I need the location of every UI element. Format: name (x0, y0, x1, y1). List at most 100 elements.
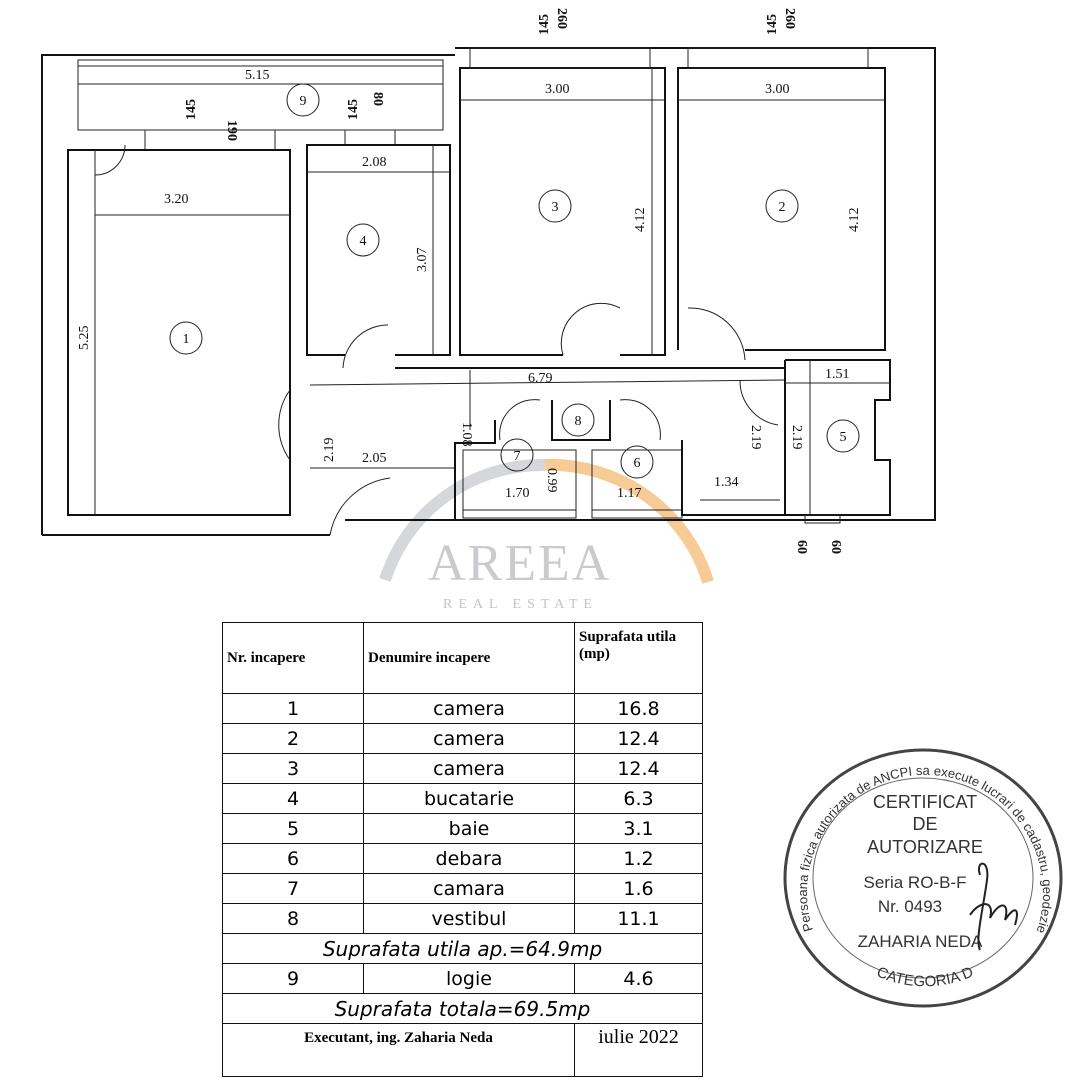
dim: 145 (537, 14, 552, 35)
room-label-9: 9 (300, 94, 307, 109)
subtotal: Suprafata utila ap.=64.9mp (222, 933, 703, 964)
room-label-6: 6 (634, 456, 641, 471)
table-header: Nr. incapere Denumire incapere Suprafata… (222, 622, 703, 694)
header-area: Suprafata utila (mp) (574, 622, 703, 694)
room-area: 12.4 (574, 753, 703, 784)
date: iulie 2022 (574, 1023, 703, 1077)
room-area: 3.1 (574, 813, 703, 844)
room-name: camera (363, 693, 575, 724)
dim: 2.05 (362, 451, 387, 466)
dim: 4.12 (633, 208, 648, 233)
dim: 60 (828, 540, 843, 554)
stamp-line: Seria RO-B-F (864, 873, 967, 892)
dim: 1.17 (617, 486, 642, 501)
stamp-line: DE (912, 814, 937, 834)
room-nr: 2 (222, 723, 364, 754)
watermark-logo: AREEA REAL ESTATE (379, 458, 714, 612)
dim: 3.00 (765, 82, 790, 97)
total: Suprafata totala=69.5mp (222, 993, 703, 1024)
room-label-1: 1 (183, 332, 190, 347)
walls (41, 47, 936, 536)
header-name: Denumire incapere (363, 622, 575, 694)
room-name: logie (363, 963, 575, 994)
dim: 80 (370, 92, 385, 106)
room-area: 4.6 (574, 963, 703, 994)
room-label-8: 8 (575, 414, 582, 429)
room-area: 16.8 (574, 693, 703, 724)
room-name: baie (363, 813, 575, 844)
dim: 1.34 (714, 475, 739, 490)
header-nr: Nr. incapere (222, 622, 364, 694)
room-label-4: 4 (360, 234, 367, 249)
executant: Executant, ing. Zaharia Neda (222, 1023, 575, 1077)
dim: 5.25 (77, 326, 92, 351)
room-name: bucatarie (363, 783, 575, 814)
room-name: camara (363, 873, 575, 904)
dim: 2.19 (748, 425, 763, 450)
stamp-line: Nr. 0493 (878, 897, 942, 916)
dim: 145 (346, 99, 361, 120)
watermark-tagline: REAL ESTATE (443, 597, 598, 612)
room-label-2: 2 (779, 200, 786, 215)
room-nr: 4 (222, 783, 364, 814)
stamp-line: CERTIFICAT (873, 792, 977, 812)
stamp-category: CATEGORIA D (874, 963, 976, 990)
room-area: 1.2 (574, 843, 703, 874)
table-row: 9 logie 4.6 (222, 963, 703, 994)
room-area: 6.3 (574, 783, 703, 814)
dim: 2.19 (789, 425, 804, 450)
room-nr: 1 (222, 693, 364, 724)
svg-text:CATEGORIA D: CATEGORIA D (874, 963, 976, 990)
room-name: vestibul (363, 903, 575, 934)
room-name: camera (363, 723, 575, 754)
room-name: debara (363, 843, 575, 874)
dim: 3.20 (164, 192, 189, 207)
dim: 145 (184, 99, 199, 120)
room-nr: 8 (222, 903, 364, 934)
room-nr: 7 (222, 873, 364, 904)
stamp-line: ZAHARIA NEDA (858, 932, 983, 951)
room-area: 11.1 (574, 903, 703, 934)
dim: 2.19 (322, 438, 337, 463)
room-label-5: 5 (840, 430, 847, 445)
dim: 260 (782, 8, 797, 29)
dim: 60 (794, 540, 809, 554)
dim: 1.51 (825, 367, 850, 382)
dim-loggia-width: 5.15 (245, 68, 270, 83)
room-name: camera (363, 753, 575, 784)
room-label-3: 3 (552, 200, 559, 215)
dim: 145 (765, 14, 780, 35)
dim: 6.79 (528, 371, 553, 386)
room-nr: 6 (222, 843, 364, 874)
dim: 2.08 (362, 155, 387, 170)
room-markers: 1 2 3 4 5 6 7 8 9 (169, 83, 860, 479)
dim: 3.07 (415, 248, 430, 273)
stamp-line: AUTORIZARE (867, 837, 983, 857)
dimension-labels: 5.15 145 190 145 80 145 260 145 260 3.20… (77, 8, 862, 554)
watermark-brand: AREEA (428, 535, 611, 592)
room-area-table: Nr. incapere Denumire incapere Suprafata… (222, 622, 703, 1077)
dim: 3.00 (545, 82, 570, 97)
room-nr: 5 (222, 813, 364, 844)
room-nr: 3 (222, 753, 364, 784)
room-area: 1.6 (574, 873, 703, 904)
room-nr: 9 (222, 963, 364, 994)
signature (969, 862, 1018, 951)
dim: 0.99 (544, 468, 559, 493)
total-row: Suprafata totala=69.5mp (222, 993, 703, 1024)
room-label-7: 7 (514, 449, 521, 464)
footer-row: Executant, ing. Zaharia Neda iulie 2022 (222, 1023, 703, 1077)
dim: 1.08 (459, 422, 474, 447)
dim: 4.12 (847, 208, 862, 233)
authorization-stamp: Persoana fizica autorizata de ANCPI sa e… (775, 740, 1063, 1008)
dim: 190 (224, 120, 239, 141)
dim: 260 (554, 8, 569, 29)
